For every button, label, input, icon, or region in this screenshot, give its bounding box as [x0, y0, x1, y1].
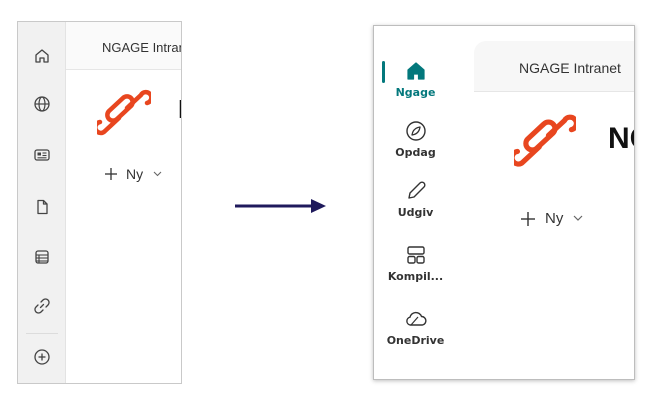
nav-item-label: Kompil...: [387, 270, 444, 283]
before-screenshot: NGAGE Intranet N Ny: [17, 21, 182, 384]
new-button[interactable]: Ny: [520, 210, 583, 227]
list-icon[interactable]: [30, 245, 54, 269]
site-title[interactable]: NGAGE Intranet: [102, 40, 181, 55]
chevron-down-icon: [153, 171, 162, 177]
nav-item-udgiv[interactable]: Udgiv: [374, 178, 457, 230]
ngage-logo: [509, 112, 579, 173]
layout-icon: [403, 242, 429, 268]
right-arrow-icon: [235, 199, 326, 213]
brand-name: N: [178, 94, 181, 125]
chevron-down-icon: [573, 215, 583, 221]
app-bar: Ngage Opdag Udgiv Kompil... OneDrive: [374, 26, 457, 379]
document-icon[interactable]: [30, 195, 54, 219]
news-icon[interactable]: [30, 143, 54, 167]
home-icon: [403, 58, 429, 84]
app-bar: [18, 22, 66, 383]
cloud-icon: [403, 306, 429, 332]
nav-item-opdag[interactable]: Opdag: [374, 118, 457, 170]
ngage-logo: [93, 88, 154, 141]
home-icon[interactable]: [30, 44, 54, 68]
nav-item-label: OneDrive: [386, 334, 445, 347]
new-button-label: Ny: [545, 210, 564, 227]
nav-item-kompil[interactable]: Kompil...: [374, 242, 457, 294]
site-header: NGAGE Intranet: [474, 41, 634, 92]
nav-item-ngage[interactable]: Ngage: [374, 58, 457, 110]
new-button-label: Ny: [126, 166, 144, 182]
nav-item-label: Ngage: [395, 86, 436, 99]
plus-icon: [105, 168, 117, 180]
after-screenshot: Ngage Opdag Udgiv Kompil... OneDrive: [373, 25, 635, 380]
nav-item-label: Udgiv: [397, 206, 434, 219]
site-title[interactable]: NGAGE Intranet: [519, 60, 621, 76]
brand-name: NG: [608, 122, 634, 155]
new-button[interactable]: Ny: [104, 166, 162, 182]
site-header: NGAGE Intranet: [66, 22, 181, 70]
compass-icon: [403, 118, 429, 144]
active-indicator: [382, 61, 385, 83]
nav-item-label: Opdag: [395, 146, 436, 159]
add-icon[interactable]: [30, 345, 54, 369]
pen-icon: [403, 178, 429, 204]
globe-icon[interactable]: [30, 92, 54, 116]
plus-icon: [521, 211, 535, 226]
rail-divider: [26, 333, 58, 334]
nav-item-onedrive[interactable]: OneDrive: [374, 306, 457, 358]
link-icon[interactable]: [30, 294, 54, 318]
